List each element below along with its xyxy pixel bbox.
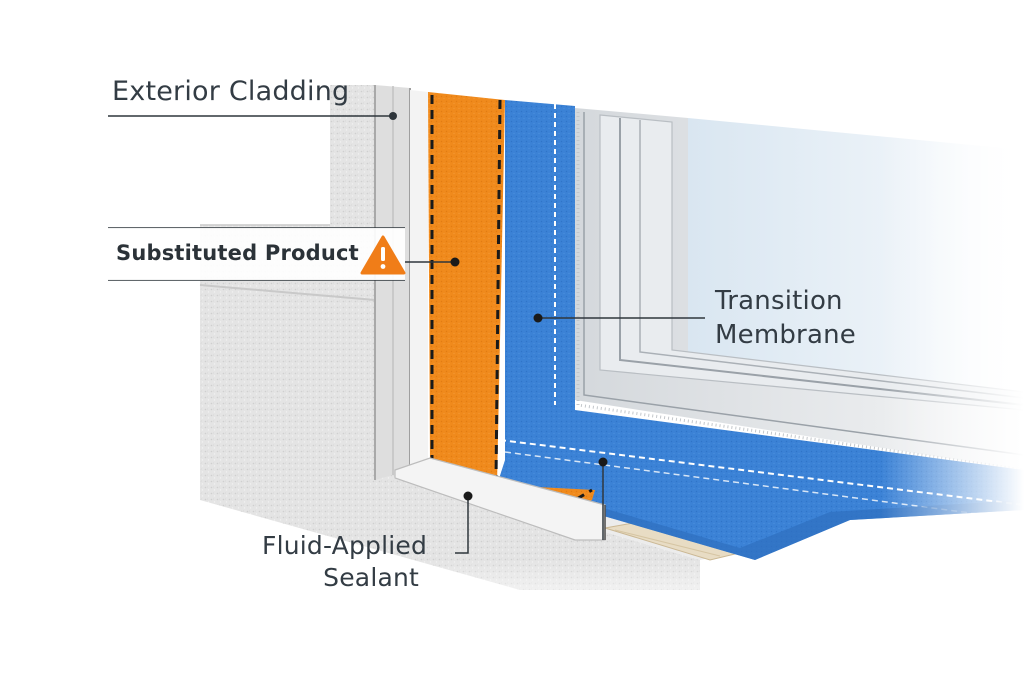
window-frame-dotted <box>576 112 1024 472</box>
warning-triangle-icon <box>360 235 406 275</box>
transition-membrane-label-line2: Membrane <box>715 320 856 350</box>
transition-membrane-label-line1: Transition <box>715 286 843 316</box>
exterior-cladding-panel <box>199 85 428 500</box>
wood-shim-grain <box>614 529 721 557</box>
leader-dot-substituted <box>450 257 460 267</box>
fluid-applied-sealant-label-line2: Sealant <box>323 563 420 592</box>
window-frame-outer <box>575 108 1024 470</box>
fade-bottom <box>180 560 800 620</box>
substituted-product-label: Substituted Product <box>116 241 359 265</box>
leader-fluid-applied-sealant <box>455 496 469 554</box>
window-frame-inner <box>599 114 1024 411</box>
leader-dot-transition <box>533 313 543 323</box>
fade-right <box>880 100 1024 580</box>
leader-dot-cladding <box>389 112 397 120</box>
window-frame-edge-3 <box>583 112 1024 456</box>
exterior-cladding-label: Exterior Cladding <box>112 76 350 107</box>
leader-dot-transition-sill <box>598 457 608 467</box>
fluid-applied-sealant-label: Fluid-Applied Sealant <box>262 530 427 594</box>
transition-membrane-label: Transition Membrane <box>715 284 856 352</box>
leader-dot-sealant <box>463 491 473 501</box>
fluid-applied-sealant-label-line1: Fluid-Applied <box>262 531 428 560</box>
substituted-product-callout <box>108 228 405 280</box>
